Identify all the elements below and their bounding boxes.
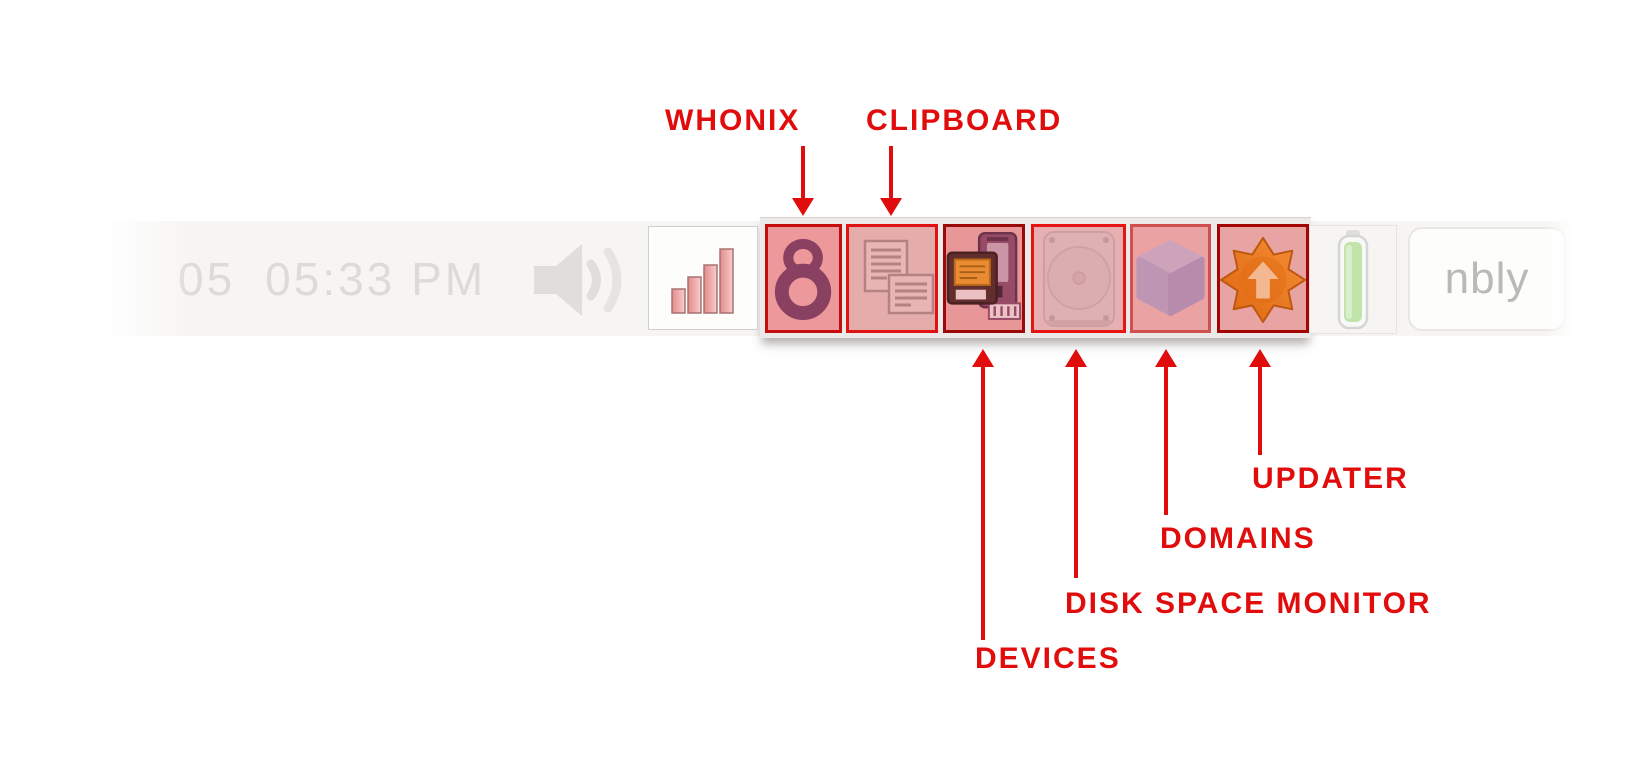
updater-tray-button[interactable] bbox=[1217, 224, 1309, 333]
devices-arrowhead-icon bbox=[972, 349, 994, 367]
battery-indicator[interactable] bbox=[1309, 225, 1397, 334]
domains-arrowhead-icon bbox=[1155, 349, 1177, 367]
annotation-whonix-label: WHONIX bbox=[665, 104, 801, 137]
clipboard-arrow-line bbox=[889, 146, 893, 198]
annotation-clipboard-label: CLIPBOARD bbox=[866, 104, 1063, 137]
domains-arrow-line bbox=[1164, 365, 1168, 515]
annotation-devices-label: DEVICES bbox=[975, 642, 1121, 675]
clipboard-icon bbox=[863, 239, 935, 314]
domains-tray-button[interactable] bbox=[1130, 224, 1211, 333]
devices-icon bbox=[946, 231, 1022, 320]
annotation-updater-label: UPDATER bbox=[1252, 462, 1409, 495]
clipboard-tray-button[interactable] bbox=[846, 224, 938, 333]
domains-icon bbox=[1136, 239, 1205, 316]
updater-arrowhead-icon bbox=[1249, 349, 1271, 367]
annotation-domains-label: DOMAINS bbox=[1160, 522, 1316, 555]
qube-domain-button[interactable]: nbly bbox=[1408, 227, 1566, 331]
disk-arrowhead-icon bbox=[1065, 349, 1087, 367]
devices-arrow-line bbox=[981, 365, 985, 640]
battery-icon bbox=[1337, 229, 1369, 329]
disk-space-monitor-tray-button[interactable] bbox=[1031, 224, 1126, 333]
whonix-icon bbox=[774, 238, 832, 320]
clock-time: 05:33 PM bbox=[265, 253, 487, 305]
disk-space-monitor-icon bbox=[1042, 230, 1115, 327]
updater-arrow-line bbox=[1258, 365, 1262, 455]
whonix-arrow-line bbox=[801, 146, 805, 198]
updater-icon bbox=[1220, 236, 1306, 323]
annotation-disk-label: DISK SPACE MONITOR bbox=[1065, 587, 1432, 620]
disk-arrow-line bbox=[1074, 365, 1078, 578]
whonix-tray-button[interactable] bbox=[765, 224, 842, 333]
bar-fade-right bbox=[1544, 221, 1574, 336]
whonix-arrowhead-icon bbox=[792, 198, 814, 216]
volume-icon[interactable] bbox=[528, 234, 640, 326]
clipboard-arrowhead-icon bbox=[880, 198, 902, 216]
network-signal-icon bbox=[671, 248, 734, 314]
devices-tray-button[interactable] bbox=[943, 224, 1025, 333]
network-monitor-button[interactable] bbox=[648, 226, 758, 330]
clock[interactable]: 05 05:33 PM bbox=[178, 252, 486, 306]
bar-fade-left bbox=[104, 221, 194, 336]
